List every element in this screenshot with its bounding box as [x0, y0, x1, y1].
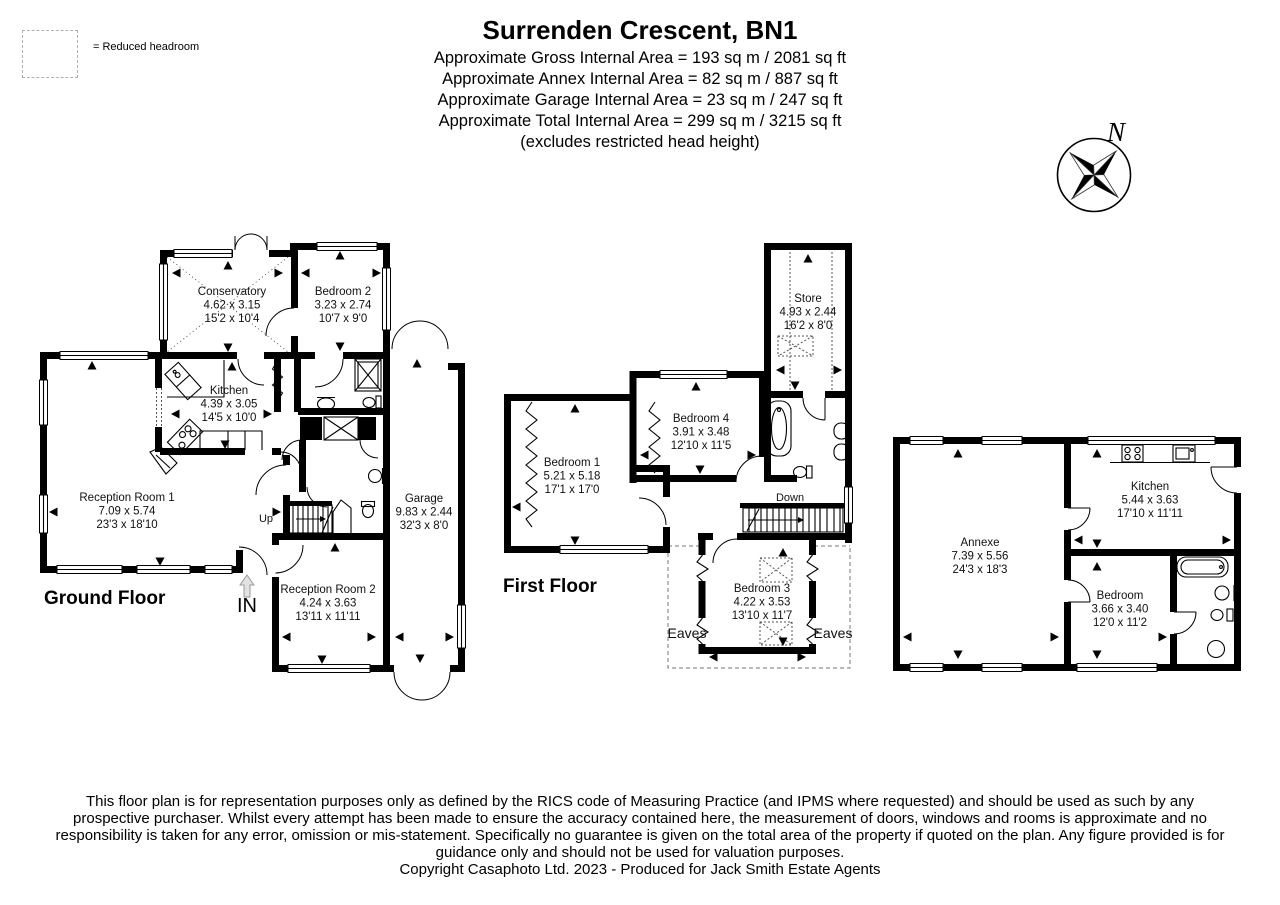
annexe-plan: Annexe 7.39 x 5.56 24'3 x 18'3 Kitchen 5… — [893, 436, 1241, 672]
room-labels: Store 4.93 x 2.44 16'2 x 8'0 Bedroom 1 5… — [544, 293, 853, 641]
svg-text:4.93 x 2.44: 4.93 x 2.44 — [780, 307, 838, 319]
room-label-reception2: Reception Room 2 — [280, 584, 375, 596]
windows — [39, 242, 466, 673]
staircase-up — [287, 499, 352, 534]
svg-text:12'10 x 11'5: 12'10 x 11'5 — [671, 440, 731, 452]
entrance-label: IN — [237, 595, 257, 617]
ground-floor-title: Ground Floor — [44, 588, 166, 609]
fixtures — [742, 400, 850, 533]
garage-area-line: Approximate Garage Internal Area = 23 sq… — [437, 91, 843, 109]
staircase-down — [742, 507, 844, 533]
svg-text:5.21 x 5.18: 5.21 x 5.18 — [544, 471, 601, 483]
ground-floor-plan: Conservatory 4.62 x 3.15 15'2 x 10'4 Bed… — [39, 233, 466, 701]
svg-text:23'3 x 18'10: 23'3 x 18'10 — [96, 519, 157, 531]
svg-text:10'7 x 9'0: 10'7 x 9'0 — [319, 313, 368, 325]
svg-text:13'10 x 11'7: 13'10 x 11'7 — [732, 610, 792, 622]
svg-text:4.39 x 3.05: 4.39 x 3.05 — [201, 399, 258, 411]
room-label-reception1: Reception Room 1 — [79, 492, 174, 504]
copyright-text: Copyright Casaphoto Ltd. 2023 - Produced… — [399, 861, 881, 878]
eaves-left-label: Eaves — [668, 625, 707, 641]
compass-north-label: N — [1106, 117, 1127, 147]
room-label-garage: Garage — [405, 493, 443, 505]
room-label-store: Store — [794, 293, 822, 305]
compass-rose-icon: N — [1056, 117, 1132, 213]
room-label-bedroom2: Bedroom 2 — [315, 286, 371, 298]
fixtures — [1110, 444, 1235, 659]
room-label-kitchen: Kitchen — [210, 385, 248, 397]
room-label-annexe: Annexe — [960, 537, 999, 549]
room-label-annexe-kitchen: Kitchen — [1131, 481, 1169, 493]
header: Surrenden Crescent, BN1 Approximate Gros… — [0, 16, 1280, 153]
svg-text:17'1 x 17'0: 17'1 x 17'0 — [545, 484, 600, 496]
doors — [1067, 466, 1238, 635]
eaves-dashes — [667, 252, 851, 669]
svg-text:12'0 x 11'2: 12'0 x 11'2 — [1093, 617, 1147, 629]
room-label-annexe-bedroom: Bedroom — [1097, 590, 1144, 602]
room-label-bedroom4: Bedroom 4 — [673, 413, 730, 425]
eaves-right-label: Eaves — [814, 625, 853, 641]
svg-text:7.09 x 5.74: 7.09 x 5.74 — [99, 506, 157, 518]
svg-text:4.24 x 3.63: 4.24 x 3.63 — [300, 598, 357, 610]
svg-text:7.39 x 5.56: 7.39 x 5.56 — [952, 551, 1009, 563]
room-label-bedroom3: Bedroom 3 — [734, 583, 790, 595]
svg-text:17'10 x 11'11: 17'10 x 11'11 — [1117, 508, 1183, 520]
fixtures — [149, 358, 384, 534]
gross-area-line: Approximate Gross Internal Area = 193 sq… — [433, 49, 847, 67]
svg-text:4.62 x 3.15: 4.62 x 3.15 — [204, 300, 261, 312]
svg-text:32'3 x 8'0: 32'3 x 8'0 — [400, 520, 449, 532]
page-title: Surrenden Crescent, BN1 — [482, 15, 798, 45]
stairs-up-label: Up — [259, 513, 273, 525]
stairs-down-label: Down — [776, 492, 804, 504]
svg-text:9.83 x 2.44: 9.83 x 2.44 — [396, 507, 454, 519]
first-floor-plan: Store 4.93 x 2.44 16'2 x 8'0 Bedroom 1 5… — [503, 243, 853, 669]
room-label-bedroom1: Bedroom 1 — [544, 457, 600, 469]
room-label-conservatory: Conservatory — [198, 286, 267, 298]
windows — [559, 370, 853, 554]
footer: This floor plan is for representation pu… — [55, 793, 1225, 878]
doors — [234, 233, 451, 701]
total-area-line: Approximate Total Internal Area = 299 sq… — [438, 112, 842, 130]
annex-area-line: Approximate Annex Internal Area = 82 sq … — [442, 70, 838, 88]
disclaimer-text: This floor plan is for representation pu… — [55, 793, 1225, 861]
svg-text:14'5 x 10'0: 14'5 x 10'0 — [202, 412, 257, 424]
reduced-headroom-label: = Reduced headroom — [93, 41, 200, 53]
sloped-ceiling-marks — [525, 401, 820, 645]
svg-text:3.66 x 3.40: 3.66 x 3.40 — [1092, 604, 1149, 616]
doors — [638, 397, 826, 564]
conservatory-roof-dashes — [166, 256, 289, 353]
svg-text:4.22 x 3.53: 4.22 x 3.53 — [734, 597, 791, 609]
head-height-note: (excludes restricted head height) — [520, 133, 760, 151]
svg-text:16'2 x 8'0: 16'2 x 8'0 — [784, 320, 833, 332]
svg-text:5.44 x 3.63: 5.44 x 3.63 — [1122, 495, 1179, 507]
room-labels: Annexe 7.39 x 5.56 24'3 x 18'3 Kitchen 5… — [952, 481, 1183, 629]
svg-text:13'11 x 11'11: 13'11 x 11'11 — [295, 611, 360, 623]
svg-text:24'3 x 18'3: 24'3 x 18'3 — [953, 564, 1008, 576]
walls — [893, 437, 1241, 671]
compass-star — [1068, 149, 1120, 201]
svg-text:3.23 x 2.74: 3.23 x 2.74 — [315, 300, 373, 312]
svg-text:15'2 x 10'4: 15'2 x 10'4 — [205, 313, 261, 325]
reduced-headroom-swatch — [22, 30, 78, 78]
first-floor-title: First Floor — [503, 576, 598, 597]
room-labels: Conservatory 4.62 x 3.15 15'2 x 10'4 Bed… — [79, 286, 453, 623]
svg-text:3.91 x 3.48: 3.91 x 3.48 — [673, 427, 730, 439]
entrance-marker: IN — [237, 574, 257, 617]
windows — [909, 436, 1216, 672]
